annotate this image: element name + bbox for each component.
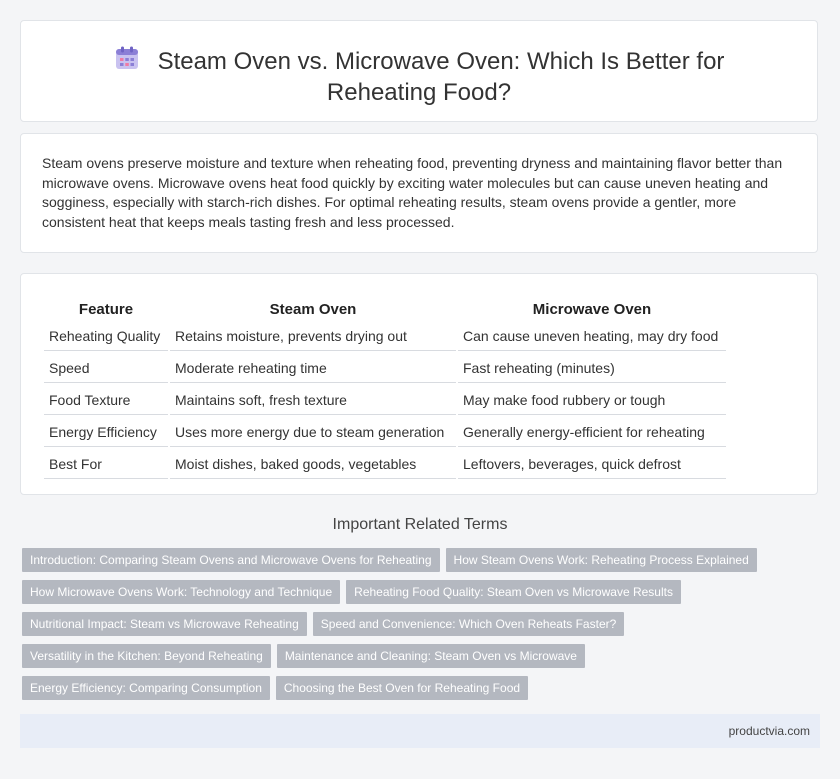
table-cell: Uses more energy due to steam generation [170,417,456,447]
table-cell: Fast reheating (minutes) [458,353,726,383]
related-term-tag[interactable]: Energy Efficiency: Comparing Consumption [22,676,270,700]
intro-card: Steam ovens preserve moisture and textur… [20,133,818,253]
header-steam-oven: Steam Oven [269,301,357,318]
footer: productvia.com [20,714,820,748]
header-microwave-oven: Microwave Oven [532,301,652,318]
table-row: Food Texture Maintains soft, fresh textu… [44,385,726,415]
table-cell: Moist dishes, baked goods, vegetables [170,449,456,479]
table-cell: Best For [44,449,168,479]
calendar-icon [114,45,140,78]
table-cell: Retains moisture, prevents drying out [170,321,456,351]
table-row: Speed Moderate reheating time Fast rehea… [44,353,726,383]
table-cell: Maintains soft, fresh texture [170,385,456,415]
intro-paragraph: Steam ovens preserve moisture and textur… [42,155,783,230]
page-title: Steam Oven vs. Microwave Oven: Which Is … [157,48,725,106]
related-term-tag[interactable]: How Steam Ovens Work: Reheating Process … [445,548,757,572]
related-term-tag[interactable]: Speed and Convenience: Which Oven Reheat… [312,612,625,636]
table-row: Best For Moist dishes, baked goods, vege… [44,449,726,479]
table-cell: Energy Efficiency [44,417,168,447]
table-cell: Generally energy-efficient for reheating [458,417,726,447]
related-term-tag[interactable]: Nutritional Impact: Steam vs Microwave R… [22,612,307,636]
table-header-row: Feature Steam Oven Microwave Oven [44,298,726,319]
related-term-tag[interactable]: Choosing the Best Oven for Reheating Foo… [275,676,529,700]
title-card: Steam Oven vs. Microwave Oven: Which Is … [20,20,818,122]
table-cell: Reheating Quality [44,321,168,351]
table-cell: Leftovers, beverages, quick defrost [458,449,726,479]
related-term-tag[interactable]: Reheating Food Quality: Steam Oven vs Mi… [346,580,681,604]
table-cell: Speed [44,353,168,383]
header-feature: Feature [78,301,134,318]
table-cell: May make food rubbery or tough [458,385,726,415]
footer-site-link[interactable]: productvia.com [728,724,810,738]
related-term-tag[interactable]: Introduction: Comparing Steam Ovens and … [22,548,440,572]
comparison-card: Feature Steam Oven Microwave Oven Reheat… [20,273,818,495]
comparison-table: Feature Steam Oven Microwave Oven Reheat… [42,296,728,481]
table-cell: Food Texture [44,385,168,415]
table-cell: Can cause uneven heating, may dry food [458,321,726,351]
related-terms-title: Important Related Terms [332,516,508,533]
table-row: Energy Efficiency Uses more energy due t… [44,417,726,447]
table-row: Reheating Quality Retains moisture, prev… [44,321,726,351]
page-title-row: Steam Oven vs. Microwave Oven: Which Is … [21,45,817,107]
related-term-tag[interactable]: How Microwave Ovens Work: Technology and… [22,580,341,604]
related-terms-list: Introduction: Comparing Steam Ovens and … [22,548,812,708]
table-cell: Moderate reheating time [170,353,456,383]
related-term-tag[interactable]: Maintenance and Cleaning: Steam Oven vs … [276,644,585,668]
related-term-tag[interactable]: Versatility in the Kitchen: Beyond Rehea… [22,644,271,668]
